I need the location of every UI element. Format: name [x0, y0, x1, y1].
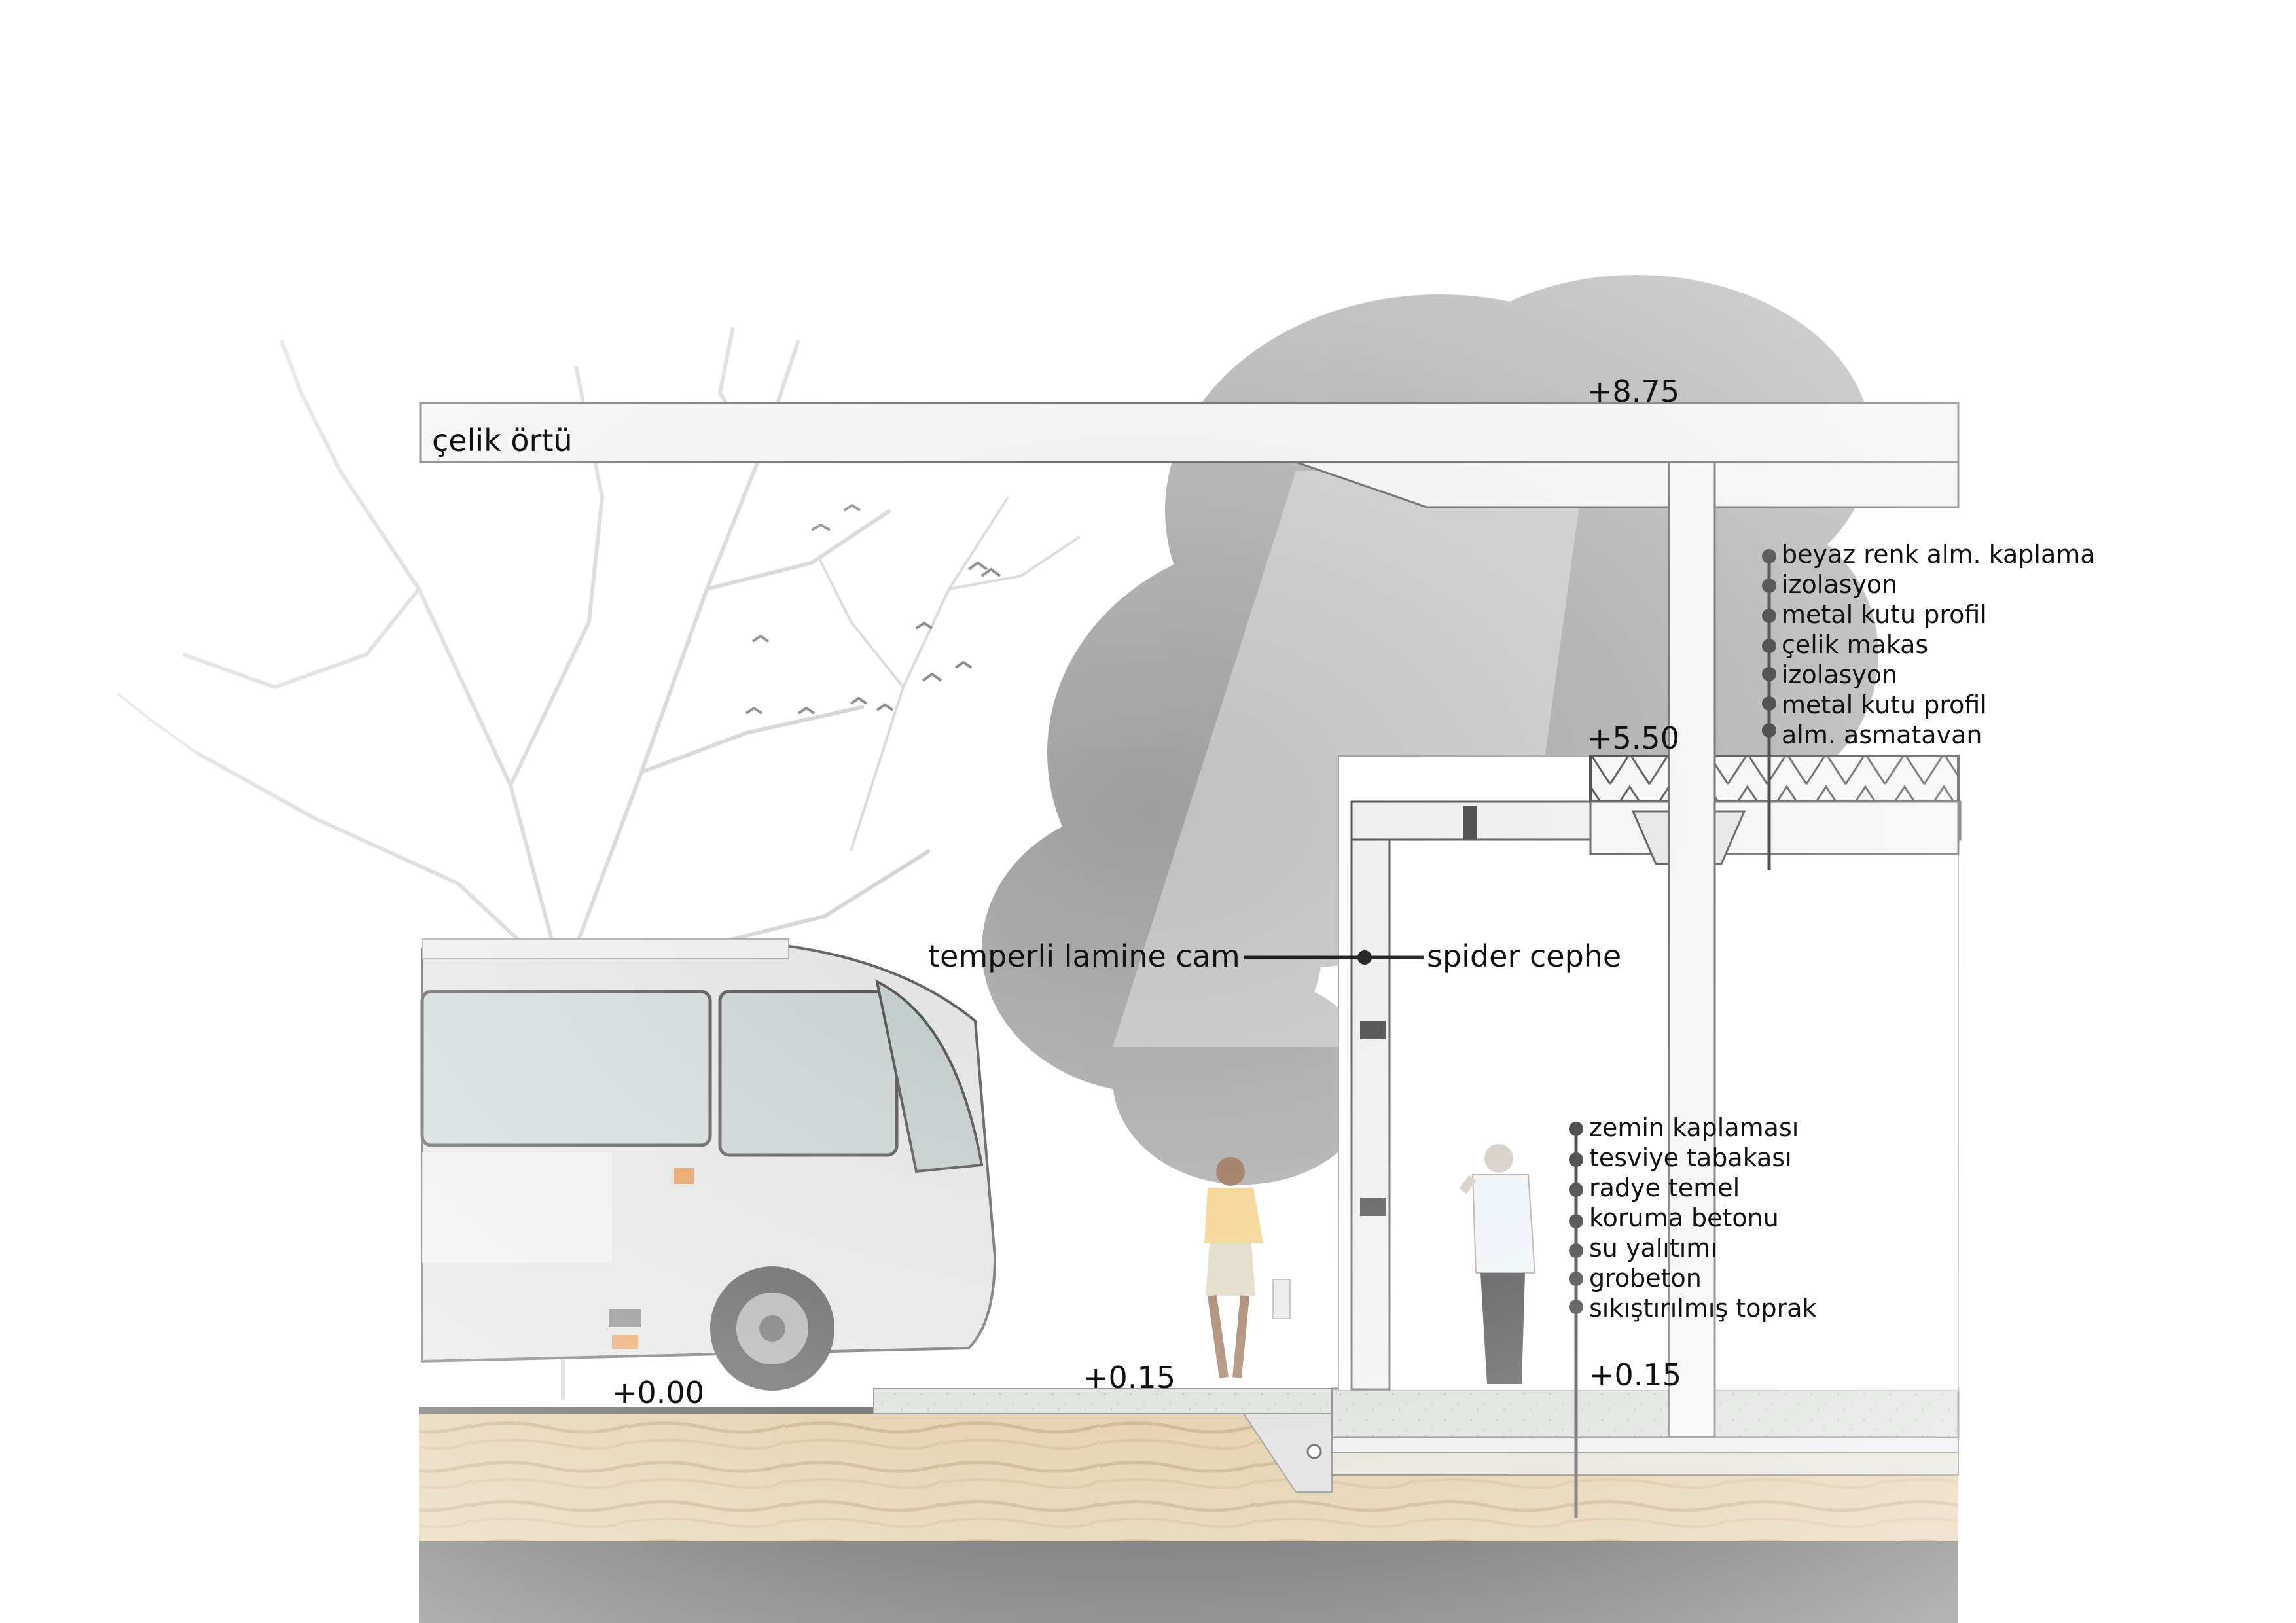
floor-layer-item: zemin kaplaması — [1589, 1113, 1799, 1142]
facade-leader-dot — [1357, 950, 1372, 965]
floor-layer-item: sıkıştırılmış toprak — [1589, 1294, 1817, 1323]
spider-fitting-3 — [1463, 806, 1477, 839]
floor-layer-item: radye temel — [1589, 1173, 1740, 1202]
roof-layer-item: izolasyon — [1782, 570, 1898, 599]
lean-concrete — [1331, 1452, 1959, 1476]
roof-layer-item: çelik makas — [1782, 630, 1929, 659]
glass-label: temperli lamine cam — [928, 938, 1240, 974]
facade-mullion — [1350, 838, 1391, 1391]
facade-system-label: spider cephe — [1427, 938, 1622, 974]
floor-layer-item: koruma betonu — [1589, 1204, 1779, 1232]
road-level: +0.00 — [612, 1375, 704, 1410]
birds-icon — [745, 503, 1001, 715]
roof-label: çelik örtü — [432, 423, 573, 458]
roof-deck — [419, 402, 1960, 463]
sidewalk-level: +0.15 — [1083, 1360, 1175, 1395]
foundation-slab — [1331, 1387, 1960, 1439]
roof-layer-item: metal kutu profil — [1782, 600, 1987, 629]
protection-concrete — [1331, 1437, 1959, 1453]
roof-layer-list: beyaz renk alm. kaplama izolasyon metal … — [1782, 539, 2096, 750]
bus — [420, 938, 997, 1391]
bare-tree-right-branches — [117, 496, 1081, 851]
drain-pipe-icon — [1306, 1444, 1322, 1459]
interior-level: +0.15 — [1589, 1357, 1681, 1393]
roof-layer-item: metal kutu profil — [1782, 690, 1987, 719]
ceiling-level: +5.50 — [1587, 721, 1679, 756]
roof-layer-item: alm. asmatavan — [1782, 721, 1982, 749]
floor-layer-list: zemin kaplaması tesviye tabakası radye t… — [1589, 1113, 1817, 1323]
ceiling-truss — [1589, 755, 1960, 803]
spider-fitting-2 — [1360, 1198, 1386, 1216]
floor-layer-item: tesviye tabakası — [1589, 1143, 1792, 1172]
roof-level: +8.75 — [1587, 374, 1679, 409]
base-band — [419, 1541, 1958, 1623]
roof-layer-item: izolasyon — [1782, 660, 1898, 689]
floor-layer-item: grobeton — [1589, 1264, 1702, 1293]
floor-layer-item: su yalıtımı — [1589, 1234, 1717, 1262]
person-walking-outside — [1204, 1157, 1291, 1378]
spider-fitting-1 — [1360, 1021, 1386, 1039]
roof-layer-item: beyaz renk alm. kaplama — [1782, 540, 2096, 569]
